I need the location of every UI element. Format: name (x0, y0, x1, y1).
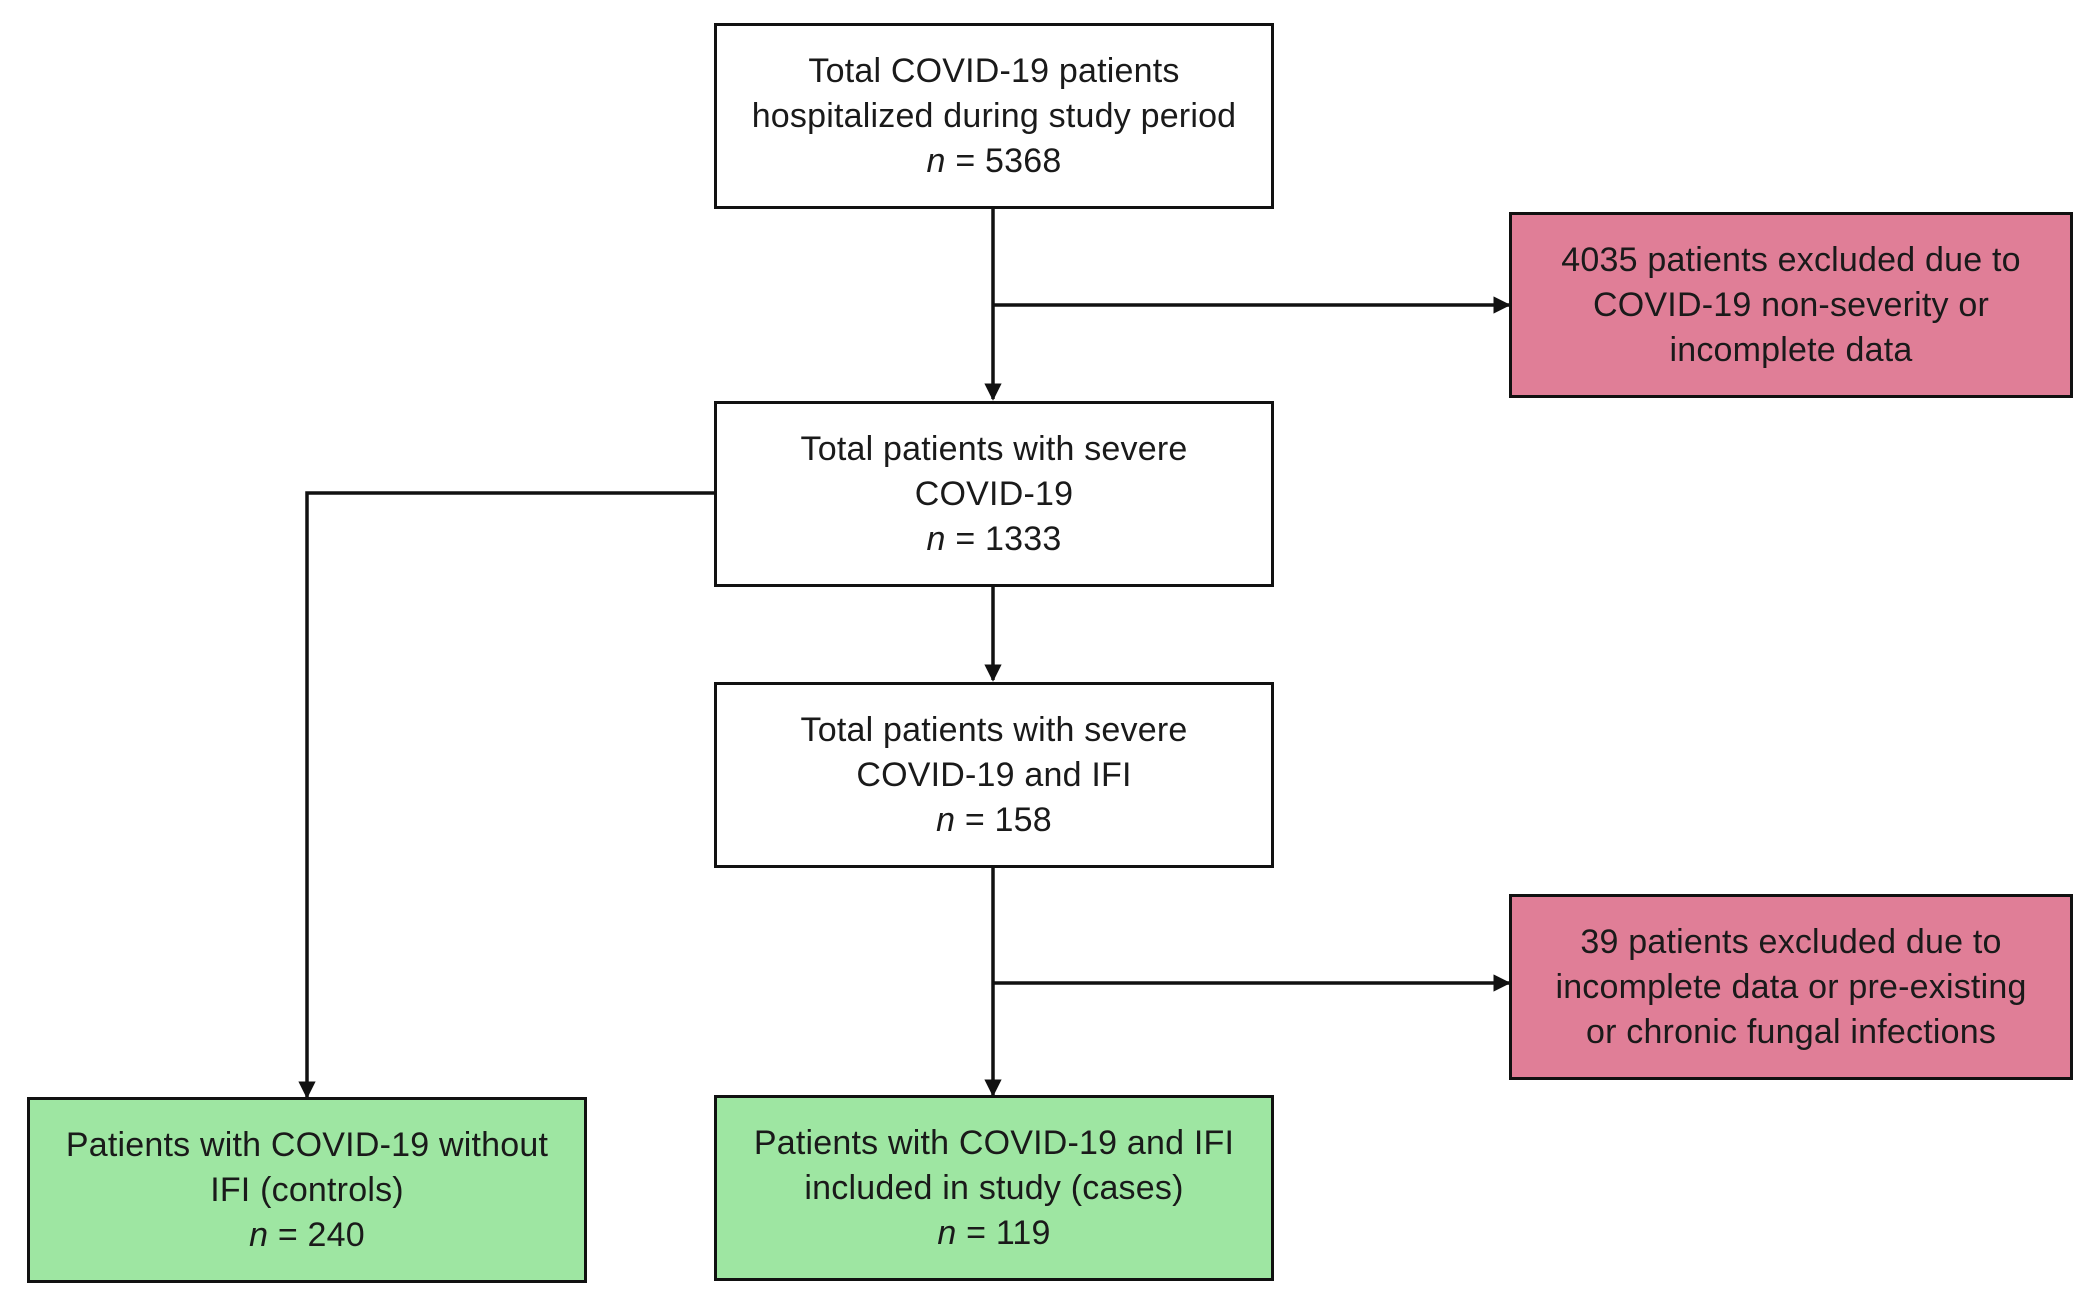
n-value: = 1333 (955, 519, 1062, 558)
box-excluded-second: 39 patients excluded due to incomplete d… (1509, 894, 2073, 1080)
box-severe-ifi: Total patients with severe COVID-19 and … (714, 682, 1274, 868)
box-count: n = 119 (937, 1211, 1050, 1256)
n-label: n (926, 141, 946, 180)
n-value: = 119 (966, 1213, 1051, 1252)
box-text-line: COVID-19 and IFI (856, 755, 1132, 794)
box-text-line: IFI (controls) (210, 1170, 404, 1209)
box-cases: Patients with COVID-19 and IFI included … (714, 1095, 1274, 1281)
box-text-line: incomplete data or pre-existing (1555, 967, 2027, 1006)
box-text-line: Patients with COVID-19 and IFI (753, 1123, 1235, 1162)
box-text-line: included in study (cases) (804, 1168, 1184, 1207)
box-total-hospitalized: Total COVID-19 patients hospitalized dur… (714, 23, 1274, 209)
box-excluded-first: 4035 patients excluded due to COVID-19 n… (1509, 212, 2073, 398)
box-text-line: Total COVID-19 patients (808, 51, 1180, 90)
box-count: n = 240 (249, 1213, 365, 1258)
box-count: n = 5368 (927, 139, 1062, 184)
n-label: n (937, 1213, 957, 1252)
n-value: = 5368 (955, 141, 1062, 180)
box-text-line: Total patients with severe (800, 429, 1188, 468)
box-text-line: Total patients with severe (800, 710, 1188, 749)
box-text-line: hospitalized during study period (751, 96, 1237, 135)
box-text-line: Patients with COVID-19 without (65, 1125, 549, 1164)
box-text-line: COVID-19 non-severity or (1593, 285, 1989, 324)
box-count: n = 1333 (927, 517, 1062, 562)
box-text-line: or chronic fungal infections (1585, 1012, 1997, 1051)
box-text-line: COVID-19 (914, 474, 1074, 513)
n-value: = 240 (277, 1215, 365, 1254)
n-value: = 158 (964, 800, 1052, 839)
arrow-severe-to-controls (298, 491, 714, 1099)
box-severe: Total patients with severe COVID-19 n = … (714, 401, 1274, 587)
n-label: n (249, 1215, 269, 1254)
box-text-line: 4035 patients excluded due to (1561, 240, 2021, 279)
n-label: n (926, 519, 946, 558)
box-count: n = 158 (936, 798, 1052, 843)
box-controls: Patients with COVID-19 without IFI (cont… (27, 1097, 587, 1283)
box-text-line: 39 patients excluded due to (1580, 922, 2002, 961)
n-label: n (936, 800, 956, 839)
box-text-line: incomplete data (1669, 330, 1913, 369)
